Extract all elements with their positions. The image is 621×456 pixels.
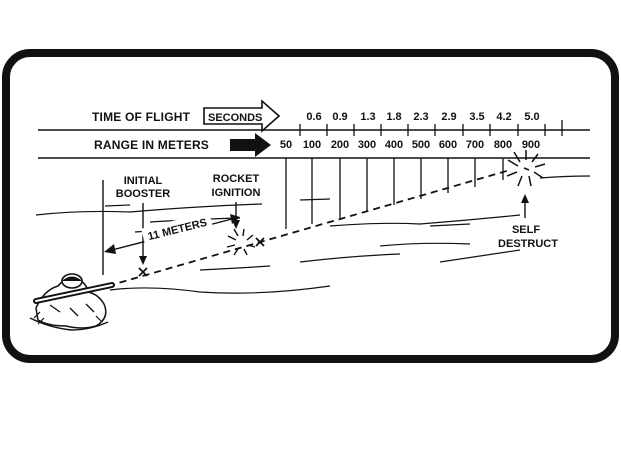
initial-booster-label-line2: BOOSTER [116, 188, 170, 200]
rocket-ignition-label-line1: ROCKET [213, 173, 260, 185]
time-value: 5.0 [524, 111, 539, 123]
time-ticks [299, 120, 563, 136]
range-value: 800 [494, 139, 512, 151]
time-value: 1.8 [386, 111, 401, 123]
ignition-marker [255, 237, 265, 247]
time-value: 0.9 [332, 111, 347, 123]
ignition-burst [226, 228, 256, 256]
range-drop-lines [285, 158, 504, 229]
initial-booster-arrowhead [139, 256, 147, 265]
range-value: 600 [439, 139, 457, 151]
self-destruct-burst [506, 150, 546, 187]
range-value: 500 [412, 139, 430, 151]
range-arrow-solid [230, 133, 271, 157]
self-destruct-arrowhead [521, 194, 529, 203]
distance-arrowhead-left [104, 244, 116, 254]
self-destruct-label-line2: DESTRUCT [498, 238, 558, 250]
time-value: 0.6 [306, 111, 321, 123]
initial-booster-label-line1: INITIAL [124, 175, 163, 187]
range-value: 700 [466, 139, 484, 151]
time-scale: 0.6 0.9 1.3 1.8 2.3 2.9 3.5 4.2 5.0 [306, 111, 539, 123]
rocket-ignition-label-line2: IGNITION [212, 187, 261, 199]
range-value: 50 [280, 139, 292, 151]
range-value: 200 [331, 139, 349, 151]
time-value: 4.2 [496, 111, 511, 123]
range-in-meters-label: RANGE IN METERS [94, 138, 209, 152]
range-value: 400 [385, 139, 403, 151]
distance-label-bg [141, 211, 213, 245]
self-destruct-label-line1: SELF [512, 224, 540, 236]
terrain-lines [35, 175, 591, 294]
time-value: 1.3 [360, 111, 375, 123]
time-value: 2.9 [441, 111, 456, 123]
trajectory-path [107, 169, 511, 287]
range-scale: 50 100 200 300 400 500 600 700 800 900 [280, 139, 540, 151]
distance-arrowhead-right [230, 214, 240, 224]
time-of-flight-label: TIME OF FLIGHT [92, 110, 191, 124]
seconds-label: SECONDS [208, 112, 262, 124]
time-value: 2.3 [413, 111, 428, 123]
seconds-arrow-outline [203, 99, 281, 133]
range-value: 900 [522, 139, 540, 151]
soldier-figure-icon [29, 273, 115, 331]
booster-marker [138, 267, 148, 277]
range-value: 100 [303, 139, 321, 151]
time-value: 3.5 [469, 111, 484, 123]
range-value: 300 [358, 139, 376, 151]
